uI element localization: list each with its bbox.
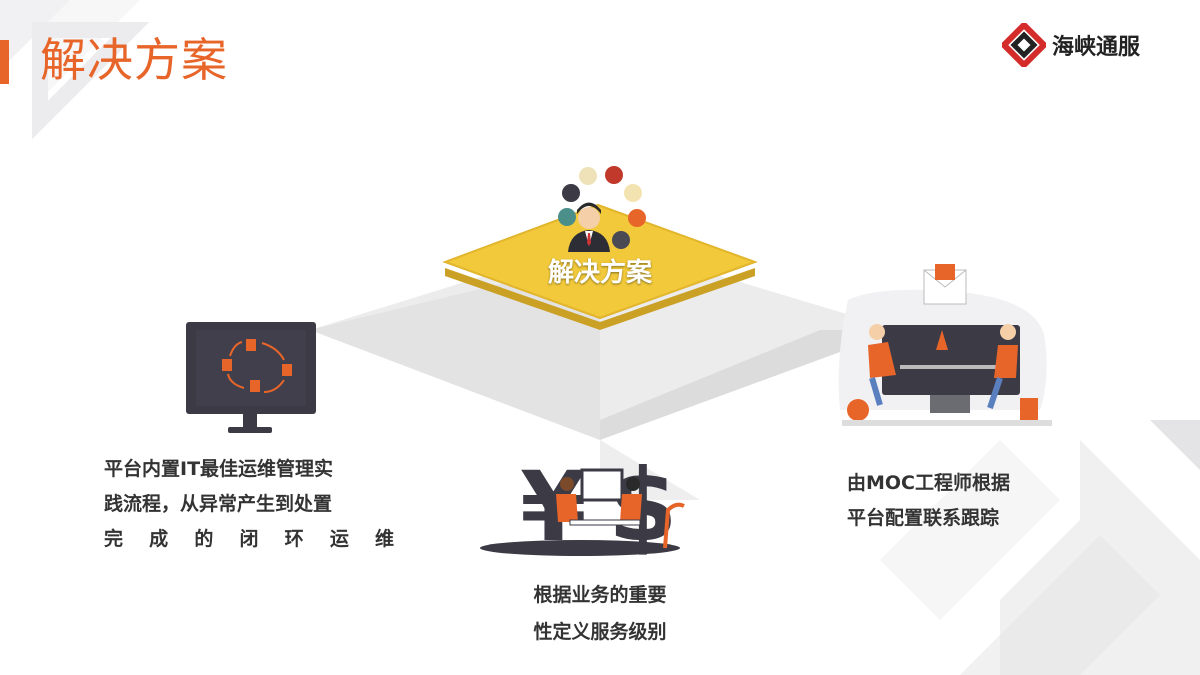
connector-planes xyxy=(310,240,900,500)
left-caption: 平台内置IT最佳运维管理实 践流程，从异常产生到处置 完成的闭环运维 xyxy=(104,452,394,557)
businessman-icon xyxy=(568,202,610,252)
svg-text:$: $ xyxy=(608,447,678,564)
page-title: 解决方案 xyxy=(40,33,228,87)
currency-illustration: ¥ $ xyxy=(480,447,685,564)
platform-label: 解决方案 xyxy=(547,258,652,288)
right-caption-line: 由MOC工程师根据 xyxy=(847,472,1011,494)
left-caption-line: 践流程，从异常产生到处置 xyxy=(104,493,333,515)
solution-platform xyxy=(442,203,758,330)
right-caption: 由MOC工程师根据 平台配置联系跟踪 xyxy=(847,466,1057,536)
title-accent-bar xyxy=(0,40,9,84)
diamond-logo-icon xyxy=(1002,23,1046,67)
left-caption-line: 完成的闭环运维 xyxy=(104,528,394,550)
right-caption-line: 平台配置联系跟踪 xyxy=(847,507,1000,529)
logo-text: 海峡通服 xyxy=(1052,35,1141,60)
office-illustration xyxy=(838,264,1052,426)
brand-logo: 海峡通服 xyxy=(1002,22,1140,68)
bottom-caption: 根据业务的重要 性定义服务级别 xyxy=(505,577,695,651)
bottom-caption-line: 根据业务的重要 xyxy=(533,584,667,606)
left-caption-line: 平台内置IT最佳运维管理实 xyxy=(104,458,334,480)
orbit-icons xyxy=(558,166,646,249)
bottom-caption-line: 性定义服务级别 xyxy=(533,621,667,643)
monitor-illustration xyxy=(186,322,316,433)
